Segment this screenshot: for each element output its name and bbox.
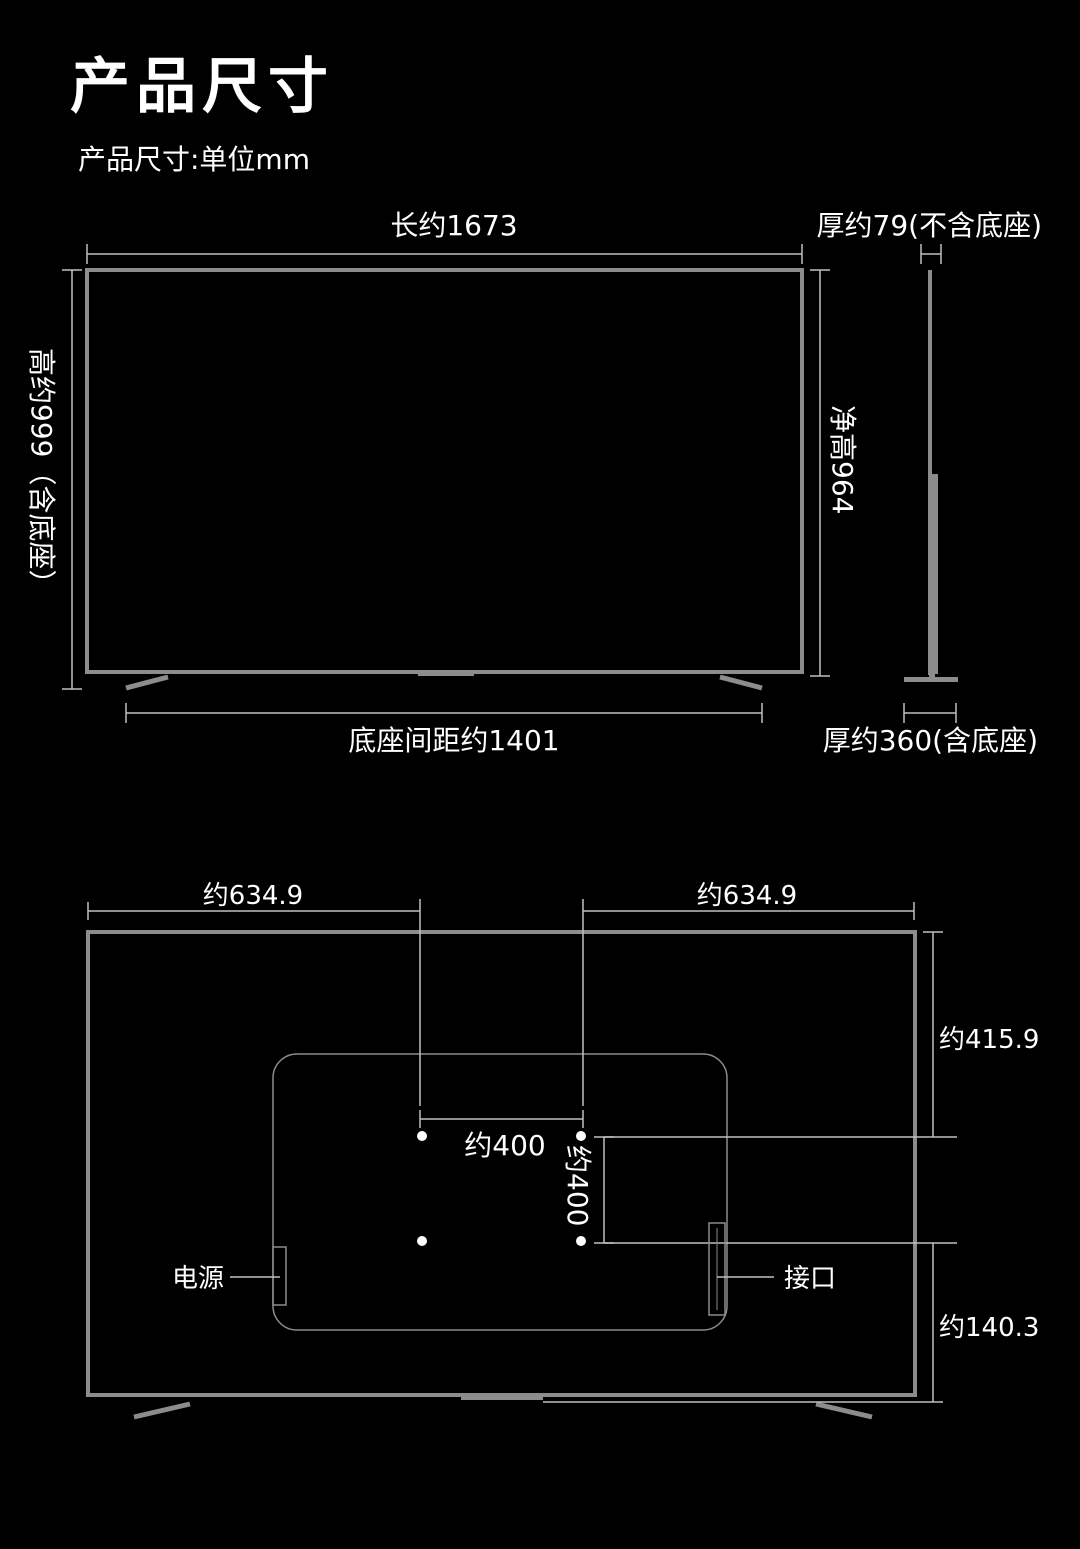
ports-label: 接口 [784,1264,836,1294]
page-subtitle: 产品尺寸:单位mm [78,143,310,176]
vesa-hole-bottom-left [417,1236,427,1246]
front-bottom-bar [418,672,474,676]
side-panel-thin [928,270,932,675]
front-stand-right [719,674,763,691]
height-label: 高约999（含底座） [25,348,58,597]
front-view: 长约1673 高约999（含底座） 净高964 底座间距约1401 [25,209,859,757]
side-view: 厚约79(不含底座) 厚约360(含底座) [817,209,1042,757]
rear-bottom-bar [461,1395,543,1400]
rear-tv-frame [86,930,917,1397]
base-depth-label: 厚约360(含底座) [823,724,1038,757]
bottom-offset-label: 约140.3 [939,1313,1039,1343]
page-title: 产品尺寸 [70,52,334,122]
side-base-stem [929,672,935,678]
rear-stand-right [815,1401,873,1420]
vesa-hole-bottom-right [576,1236,586,1246]
length-label: 长约1673 [390,209,517,242]
front-tv-frame [85,268,804,674]
rear-view: 约634.9 约634.9 约400 约400 约415.9 约140.3 电源 [86,881,1039,1420]
power-label: 电源 [172,1264,224,1294]
top-offset-label: 约415.9 [939,1025,1039,1055]
front-stand-left [125,674,169,691]
vesa-vertical-label: 约400 [561,1145,594,1226]
side-base [904,677,958,682]
vesa-hole-top-left [417,1131,427,1141]
ports-connector [708,1222,726,1316]
left-offset-label: 约634.9 [203,881,303,911]
vesa-horizontal-label: 约400 [464,1129,545,1162]
right-offset-label: 约634.9 [697,881,797,911]
power-connector [272,1246,287,1306]
stand-spacing-label: 底座间距约1401 [348,724,559,757]
net-height-label: 净高964 [826,405,859,514]
vesa-hole-top-right [576,1131,586,1141]
rear-stand-left [133,1401,191,1420]
rear-back-panel [272,1053,728,1331]
side-panel-back [932,474,938,674]
thickness-label: 厚约79(不含底座) [817,209,1042,242]
